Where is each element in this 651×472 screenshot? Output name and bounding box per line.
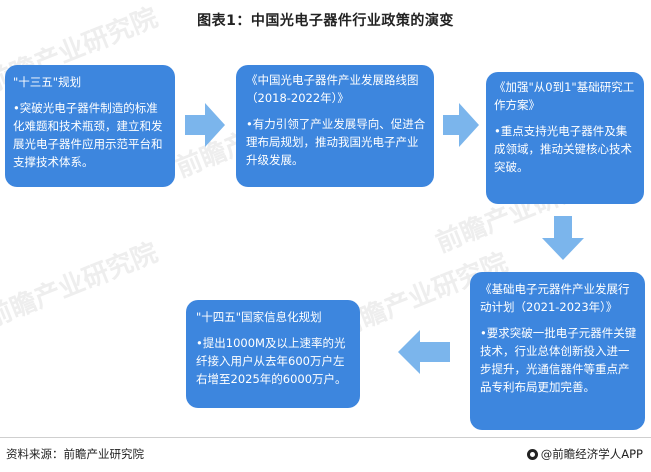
policy-box-14th-five-year-informatization-plan: "十四五"国家信息化规划 •提出1000M及以上速率的光纤接入用户从去年600万… [186, 300, 360, 408]
watermark: 前瞻产业研究院 [0, 237, 162, 334]
policy-box-bullet: •突破光电子器件制造的标准化难题和技术瓶颈，建立和发展光电子器件应用示范平台和支… [13, 101, 163, 169]
policy-box-heading: 《加强"从0到1"基础研究工作方案》 [494, 80, 635, 112]
policy-box-heading: 《基础电子元器件产业发展行动计划（2021-2023年）》 [480, 282, 630, 314]
policy-box-13th-five-year-plan: "十三五"规划 •突破光电子器件制造的标准化难题和技术瓶颈，建立和发展光电子器件… [5, 65, 175, 187]
down-arrow-icon [542, 216, 584, 260]
policy-box-electronic-components-plan: 《基础电子元器件产业发展行动计划（2021-2023年）》 •要求突破一批电子元… [470, 272, 645, 430]
policy-box-optoelectronic-roadmap: 《中国光电子器件产业发展路线图（2018-2022年）》 •有力引领了产业发展导… [236, 65, 434, 187]
right-arrow-icon [185, 103, 225, 147]
policy-box-bullet: •有力引领了产业发展导向、促进合理布局规划，推动我国光电子产业升级发展。 [246, 117, 426, 167]
right-arrow-icon [443, 103, 479, 147]
source-note: 资料来源：前瞻产业研究院 [6, 447, 144, 461]
brand-credit-text: @前瞻经济学人APP [540, 447, 643, 461]
policy-box-bullet: •提出1000M及以上速率的光纤接入用户从去年600万户左右增至2025年的60… [196, 336, 347, 386]
figure-title: 图表1：中国光电子器件行业政策的演变 [197, 13, 454, 29]
policy-box-bullet: •重点支持光电子器件及集成领域，推动关键核心技术突破。 [494, 124, 632, 174]
policy-box-heading: "十四五"国家信息化规划 [196, 310, 322, 324]
policy-box-basic-research-plan: 《加强"从0到1"基础研究工作方案》 •重点支持光电子器件及集成领域，推动关键核… [486, 72, 644, 204]
left-arrow-icon [398, 330, 450, 374]
policy-box-bullet: •要求突破一批电子元器件关键技术，行业总体创新投入进一步提升，光通信器件等重点产… [480, 326, 637, 394]
brand-logo-icon [526, 448, 538, 460]
brand-credit: @前瞻经济学人APP [526, 446, 643, 462]
footer-divider [0, 437, 651, 438]
policy-box-heading: 《中国光电子器件产业发展路线图（2018-2022年）》 [246, 73, 419, 105]
policy-box-heading: "十三五"规划 [13, 75, 82, 89]
